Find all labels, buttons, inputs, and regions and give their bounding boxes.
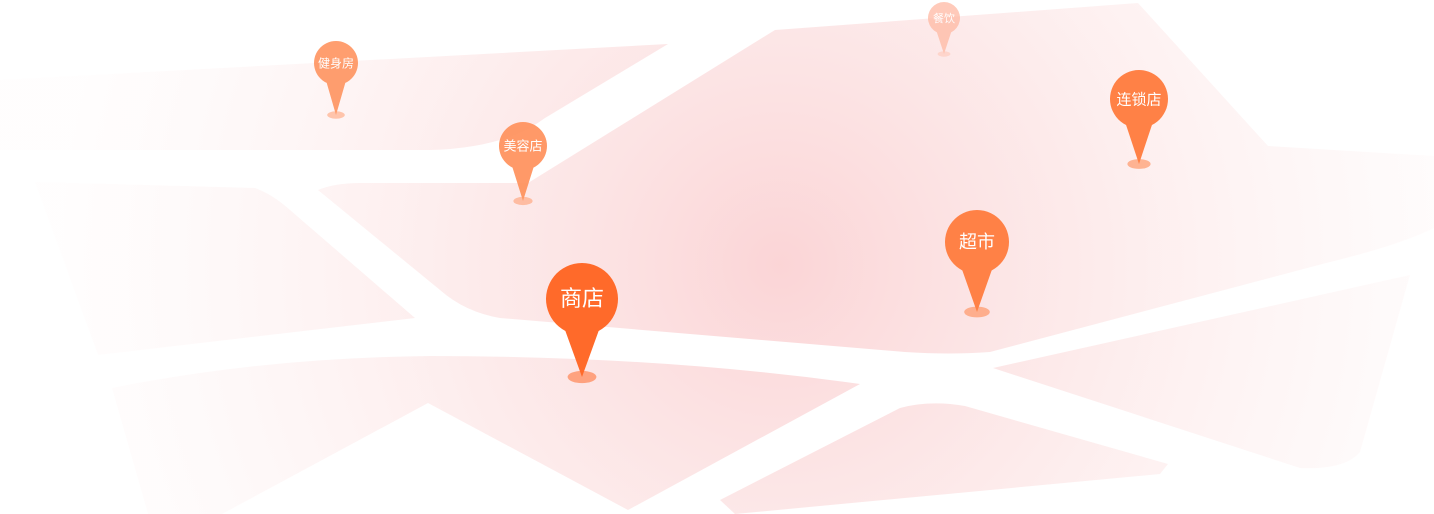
map-pin-chain[interactable]: 连锁店 [1110, 69, 1168, 169]
map-block [35, 182, 415, 355]
map-pin-dining[interactable]: 餐饮 [928, 1, 960, 57]
map-marker-icon [314, 40, 358, 115]
map-pin-beauty[interactable]: 美容店 [499, 121, 547, 206]
pin-label: 商店 [560, 287, 604, 312]
map-pin-super[interactable]: 超市 [945, 210, 1009, 318]
map-block [993, 275, 1410, 469]
pin-label: 连锁店 [1116, 91, 1161, 109]
map-marker-icon [499, 121, 547, 201]
map-marker-icon [945, 210, 1009, 312]
map-marker-icon [928, 1, 960, 55]
map-block [112, 356, 860, 514]
map-pin-gym[interactable]: 健身房 [314, 40, 358, 119]
pin-label: 健身房 [318, 56, 354, 71]
map-block [720, 403, 1168, 514]
map-pin-shop[interactable]: 商店 [546, 263, 619, 384]
map-blocks [0, 3, 1434, 514]
map-marker-icon [546, 263, 619, 377]
map-marker-icon [1110, 69, 1168, 164]
pin-label: 超市 [959, 232, 995, 253]
pin-label: 美容店 [503, 139, 542, 155]
pin-label: 餐饮 [933, 11, 955, 25]
